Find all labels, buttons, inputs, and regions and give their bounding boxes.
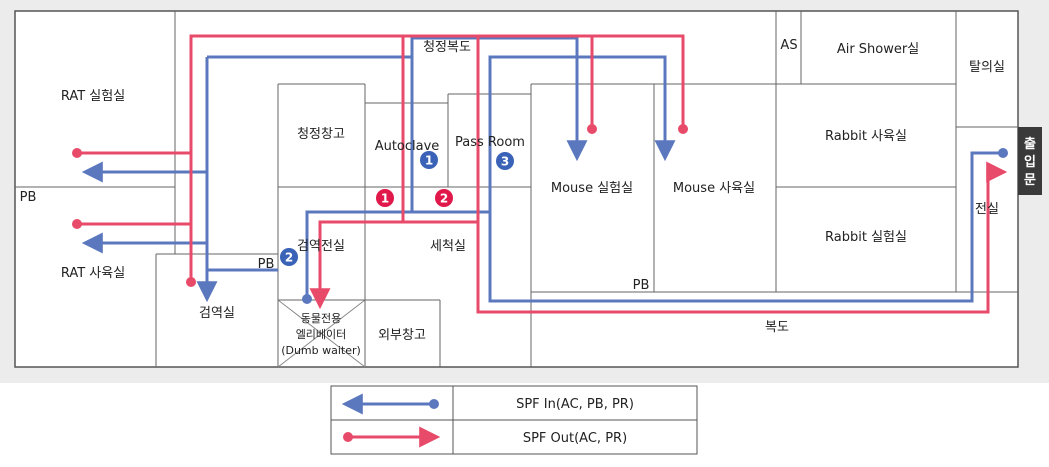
out-dot-rat-lab <box>72 148 82 158</box>
in-dot-entrance <box>998 148 1008 158</box>
marker-blue-2 <box>280 248 298 266</box>
spf-out-route-dumbwaiter <box>309 36 405 310</box>
legend-in-label: SPF In(AC, PB, PR) <box>516 397 634 412</box>
label-pb-quarantine: PB <box>258 257 275 272</box>
label-undress: 탈의실 <box>969 60 1005 75</box>
marker-red-2 <box>435 189 453 207</box>
out-dot-quarantine <box>186 277 196 287</box>
marker-blue-1 <box>420 151 438 169</box>
in-dot-dumbwaiter <box>302 294 312 304</box>
spf-out-route-mouse <box>590 34 685 129</box>
building-outline <box>14 10 1019 368</box>
label-quarantine-anteroom: 검역전실 <box>297 239 345 254</box>
legend: SPF In(AC, PB, PR) SPF Out(AC, PR) <box>330 385 698 455</box>
room-labels: 청정복도 AS Air Shower실 탈의실 RAT 실험실 RAT 사육실 … <box>20 38 1005 357</box>
label-dumbwaiter-3: (Dumb waiter) <box>281 344 361 357</box>
label-rabbit-breeding: Rabbit 사육실 <box>825 129 907 144</box>
svg-text:1: 1 <box>381 192 389 206</box>
svg-text:3: 3 <box>501 155 509 169</box>
svg-text:입: 입 <box>1024 155 1036 170</box>
svg-text:출: 출 <box>1024 136 1036 152</box>
spf-in-route-mouse-lab <box>410 36 588 212</box>
label-outer-storage: 외부창고 <box>378 328 426 343</box>
spf-out-route-top <box>189 34 592 282</box>
label-air-shower: Air Shower실 <box>837 42 919 57</box>
marker-red-1 <box>376 189 394 207</box>
spf-out-route-entrance <box>476 36 1008 314</box>
spf-in-routes <box>81 36 1003 303</box>
label-rabbit-lab: Rabbit 실험실 <box>825 230 907 245</box>
label-pb-mouse: PB <box>633 278 650 293</box>
out-dot-rat-breeding <box>72 219 82 229</box>
legend-out-label: SPF Out(AC, PR) <box>523 431 627 446</box>
label-clean-storage: 청정창고 <box>297 127 345 142</box>
label-clean-corridor: 청정복도 <box>423 40 471 55</box>
label-anteroom: 전실 <box>975 202 999 217</box>
svg-text:2: 2 <box>285 251 293 265</box>
label-as: AS <box>780 38 797 53</box>
label-washroom: 세척실 <box>430 239 466 254</box>
label-autoclave: Autoclave <box>375 139 440 154</box>
label-pb-left: PB <box>20 190 37 205</box>
spf-out-routes <box>77 34 1008 314</box>
numbered-markers: 1 2 3 1 2 <box>280 151 514 266</box>
spf-in-route-mouse-breeding <box>488 55 676 212</box>
spf-in-route-entrance <box>488 151 1003 303</box>
label-rat-lab: RAT 실험실 <box>61 89 125 104</box>
label-mouse-lab: Mouse 실험실 <box>551 181 633 196</box>
marker-blue-3 <box>496 152 514 170</box>
label-mouse-breeding: Mouse 사육실 <box>673 181 755 196</box>
route-endpoints <box>72 124 1008 304</box>
label-quarantine: 검역실 <box>199 306 235 321</box>
svg-text:1: 1 <box>425 154 433 168</box>
label-dumbwaiter-2: 엘리베이터 <box>296 328 347 341</box>
svg-text:2: 2 <box>440 192 448 206</box>
label-rat-breeding: RAT 사육실 <box>61 266 125 281</box>
out-dot-mouse-lab <box>587 124 597 134</box>
entrance-door[interactable]: 출 입 문 <box>1018 127 1042 195</box>
out-dot-mouse-breeding <box>678 124 688 134</box>
svg-text:문: 문 <box>1024 173 1036 188</box>
label-corridor: 복도 <box>765 320 789 335</box>
label-pass-room: Pass Room <box>455 135 525 150</box>
label-dumbwaiter-1: 동물전용 <box>301 312 341 325</box>
